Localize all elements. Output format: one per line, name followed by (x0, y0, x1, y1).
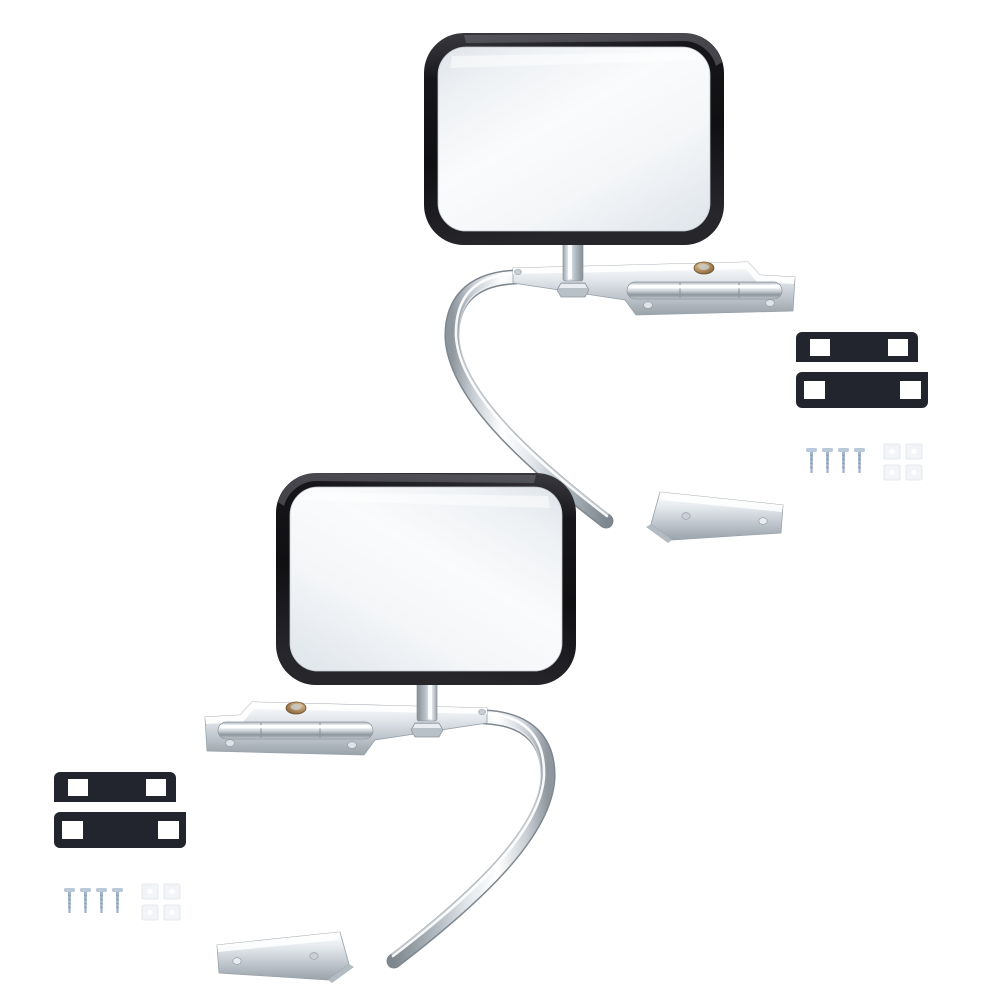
gasket-cutout (810, 339, 830, 356)
square-plastic-washer (905, 443, 923, 460)
self-tapping-screw (822, 448, 833, 473)
gasket-cutout (68, 779, 88, 796)
foot-screw-hole (758, 517, 768, 525)
gasket-cutout (158, 821, 179, 839)
foot-screw-hole (309, 952, 319, 960)
pivot-bolt-upper (693, 261, 715, 275)
pivot-stem-lower (410, 682, 444, 738)
self-tapping-screw (96, 888, 107, 913)
foot-screw-hole (681, 512, 691, 520)
lower-mounting-foot-upper[interactable] (646, 491, 784, 543)
hinge-bracket-lower[interactable] (204, 701, 488, 756)
pivot-bolt-lower (285, 701, 307, 715)
square-plastic-washer (163, 883, 181, 900)
mounting-gasket-long-lower[interactable] (54, 812, 186, 848)
washer-group-upper[interactable] (883, 443, 923, 481)
self-tapping-screw (854, 448, 865, 473)
square-plastic-washer (163, 904, 181, 921)
square-plastic-washer (141, 904, 159, 921)
gasket-cutout (888, 339, 908, 356)
square-plastic-washer (883, 464, 901, 481)
bracket-screw-hole (225, 739, 235, 747)
mounting-gasket-long-upper[interactable] (796, 372, 928, 408)
bracket-screw-hole (478, 709, 486, 715)
gasket-cutout (900, 381, 921, 399)
mirror-glass (437, 46, 711, 232)
support-arm-upper (444, 269, 614, 529)
bracket-screw-hole (643, 301, 653, 309)
pivot-stem-upper (556, 242, 590, 298)
hardware-kit-lower[interactable] (54, 770, 204, 945)
mounting-gasket-short-lower[interactable] (54, 772, 176, 802)
self-tapping-screw (64, 888, 75, 913)
hinge-barrel-lower (217, 721, 374, 740)
bracket-screw-hole (514, 269, 522, 275)
lower-mounting-foot-lower[interactable] (216, 931, 354, 983)
self-tapping-screw (838, 448, 849, 473)
screw-group-upper[interactable] (806, 448, 865, 473)
mirror-head-upper[interactable] (424, 33, 724, 245)
hinge-barrel-upper (626, 281, 783, 300)
self-tapping-screw (806, 448, 817, 473)
support-arm-lower (386, 709, 556, 969)
square-plastic-washer (883, 443, 901, 460)
mounting-gasket-short-upper[interactable] (796, 332, 918, 362)
self-tapping-screw (80, 888, 91, 913)
mirror-glass (289, 486, 563, 672)
hardware-kit-upper[interactable] (796, 330, 946, 505)
gasket-cutout (62, 821, 83, 839)
bracket-screw-hole (347, 741, 357, 749)
gasket-cutout (804, 381, 825, 399)
washer-group-lower[interactable] (141, 883, 181, 921)
hinge-bracket-upper[interactable] (512, 261, 796, 316)
foot-screw-hole (232, 957, 242, 965)
square-plastic-washer (141, 883, 159, 900)
bracket-screw-hole (765, 299, 775, 307)
square-plastic-washer (905, 464, 923, 481)
gasket-cutout (146, 779, 166, 796)
self-tapping-screw (112, 888, 123, 913)
mirror-head-lower[interactable] (276, 473, 576, 685)
screw-group-lower[interactable] (64, 888, 123, 913)
